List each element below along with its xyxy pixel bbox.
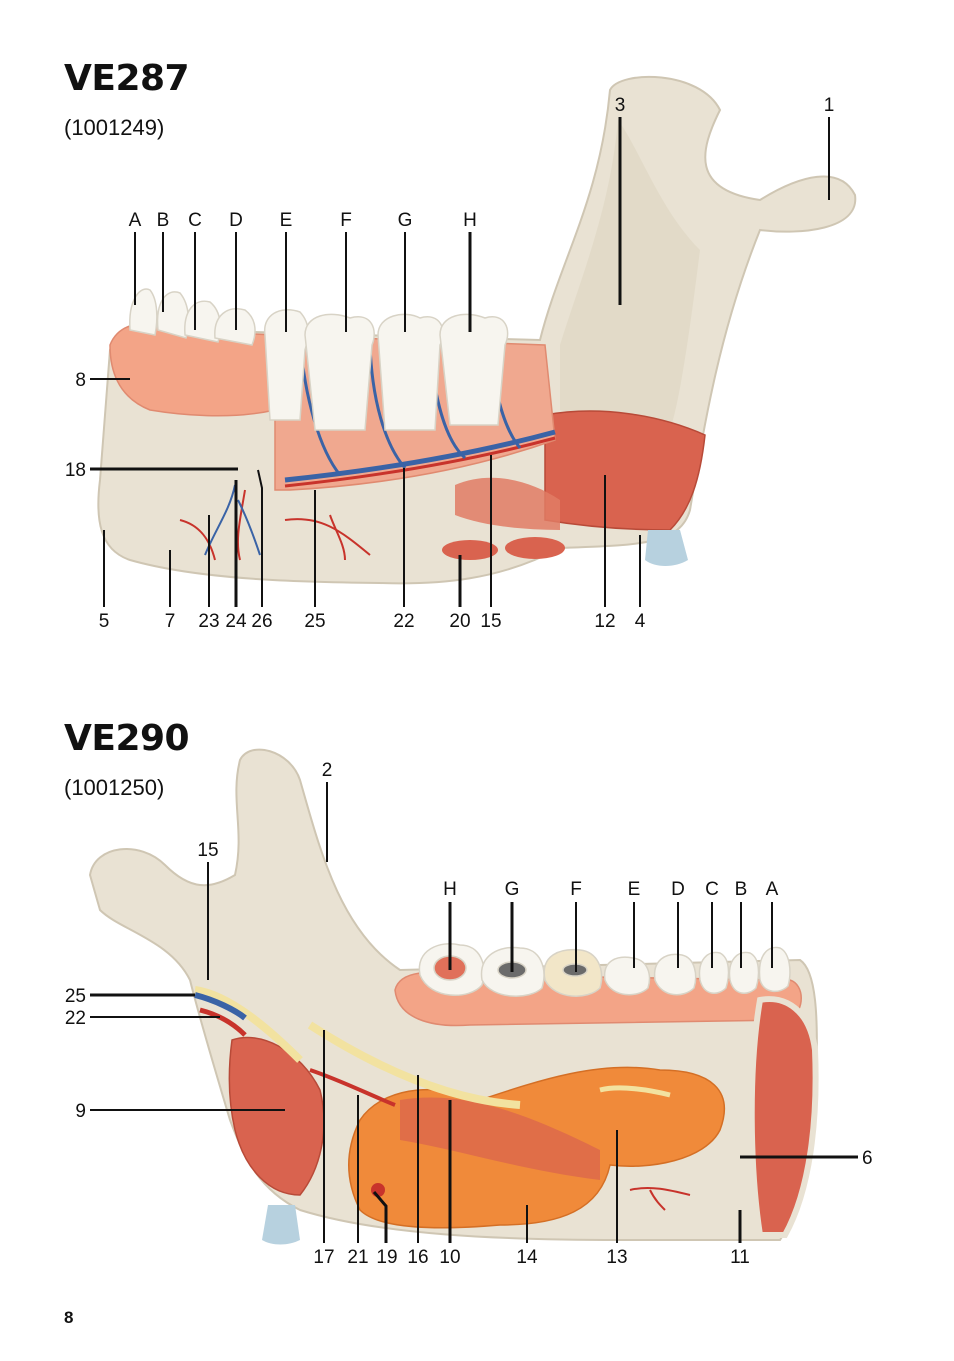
label-24: 24 [225, 611, 247, 632]
label-13: 13 [606, 1247, 627, 1268]
label-25: 25 [304, 611, 325, 632]
label-15: 15 [480, 611, 501, 632]
label-10: 10 [439, 1247, 460, 1268]
label-25-medial: 25 [65, 986, 86, 1007]
label-22: 22 [393, 611, 414, 632]
label-f: F [340, 210, 352, 231]
mandibular-artery-line [284, 436, 556, 488]
section-code-ve290: (1001250) [64, 775, 165, 800]
label-26: 26 [251, 611, 272, 632]
mylohyoid-artery [309, 1068, 396, 1107]
label-16: 16 [407, 1247, 428, 1268]
label-22-medial: 22 [65, 1008, 86, 1029]
inferior-alveolar-artery [199, 1007, 247, 1037]
label-4: 4 [635, 611, 646, 632]
leader-lines-medial [90, 782, 858, 1243]
small-gland-shape [442, 540, 498, 560]
cut-section-front [748, 996, 819, 1238]
page-number: 8 [64, 1308, 74, 1327]
label-b: B [157, 210, 170, 231]
label-d-medial: D [671, 879, 685, 900]
label-d: D [229, 210, 243, 231]
label-6: 6 [862, 1148, 873, 1169]
section-title-ve290: VE290 [64, 718, 190, 759]
label-e: E [280, 210, 293, 231]
small-vessels-medial [629, 1186, 691, 1211]
label-h: H [463, 210, 477, 231]
teeth-row [129, 288, 509, 431]
vein-branches [204, 484, 261, 556]
label-c: C [188, 210, 202, 231]
label-3: 3 [615, 95, 626, 116]
label-e-medial: E [628, 879, 641, 900]
label-21: 21 [347, 1247, 368, 1268]
label-f-medial: F [570, 879, 582, 900]
label-12: 12 [594, 611, 615, 632]
label-g-medial: G [505, 879, 520, 900]
label-h-medial: H [443, 879, 457, 900]
label-15-medial: 15 [197, 840, 218, 861]
ramus-shading [560, 120, 700, 430]
section-title-ve287: VE287 [64, 58, 190, 99]
label-9: 9 [75, 1101, 86, 1122]
stand-peg-medial [262, 1205, 300, 1245]
inferior-alveolar-vein [194, 992, 247, 1021]
label-18: 18 [65, 460, 86, 481]
label-2: 2 [322, 760, 333, 781]
stand-peg [645, 530, 688, 566]
label-11: 11 [730, 1247, 750, 1268]
label-b-medial: B [735, 879, 748, 900]
label-5: 5 [99, 611, 110, 632]
label-7: 7 [165, 611, 176, 632]
label-g: G [398, 210, 413, 231]
mandible-lateral-illustration: A B C D E F G H 3 1 8 18 5 7 23 24 26 25… [65, 75, 857, 632]
label-23: 23 [198, 611, 219, 632]
label-14: 14 [516, 1247, 538, 1268]
artery-branches [179, 489, 371, 561]
leader-lines [90, 117, 830, 607]
section-code-ve287: (1001249) [64, 115, 165, 140]
muscle-fan-shape [455, 477, 560, 530]
small-gland-shape-2 [505, 537, 565, 559]
label-c-medial: C [705, 879, 719, 900]
label-8: 8 [75, 370, 86, 391]
label-19: 19 [376, 1247, 397, 1268]
mandible-medial-illustration: 2 15 H G F E D C B A 25 22 9 6 17 21 19 … [65, 748, 873, 1268]
label-17: 17 [313, 1247, 334, 1268]
label-1: 1 [824, 95, 835, 116]
figure-ve290: 2 15 H G F E D C B A 25 22 9 6 17 21 19 … [0, 650, 954, 1300]
mandibular-canal [284, 429, 556, 483]
nerves [194, 986, 671, 1109]
label-a-medial: A [766, 879, 779, 900]
figure-ve287: A B C D E F G H 3 1 8 18 5 7 23 24 26 25… [0, 0, 954, 650]
label-20: 20 [449, 611, 470, 632]
label-a: A [129, 210, 142, 231]
masseter-muscle-shape [544, 410, 706, 531]
